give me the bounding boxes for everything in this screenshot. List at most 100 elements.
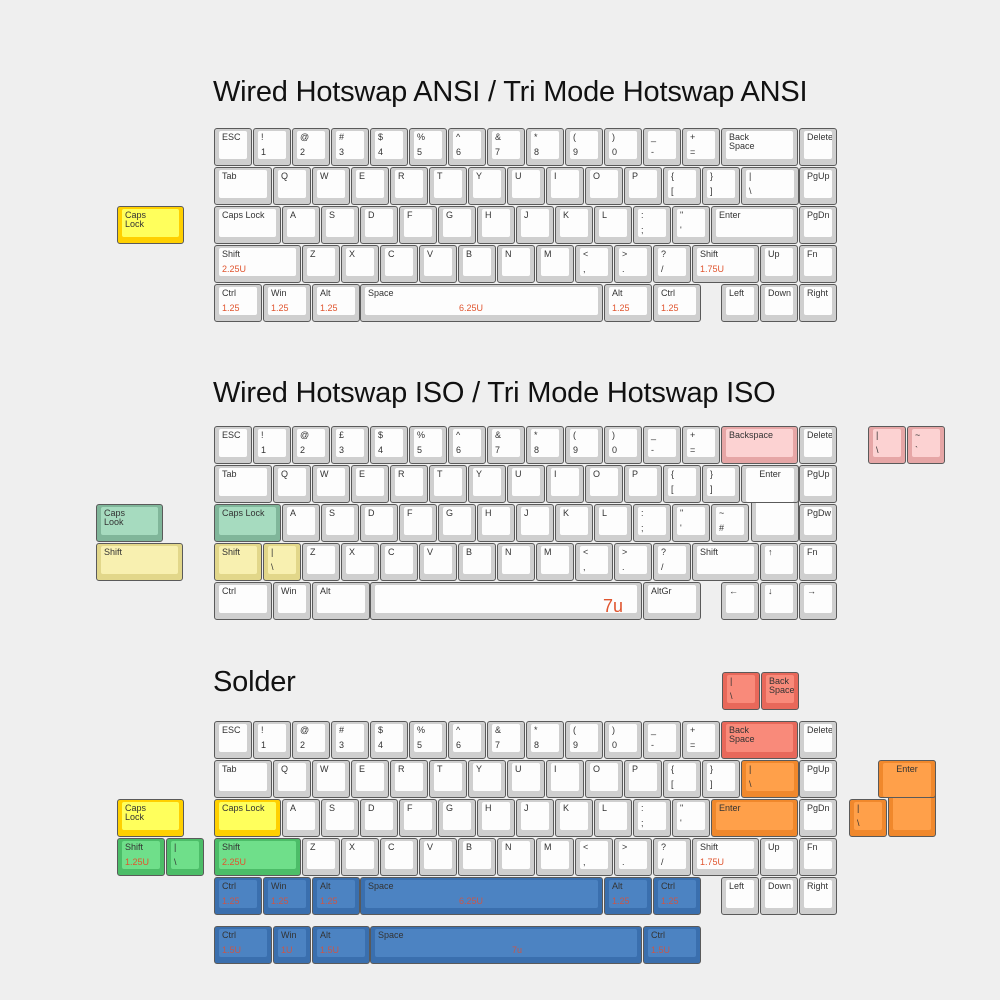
key-legend: H: [485, 508, 492, 518]
keycap-body: |\: [722, 672, 760, 710]
key-legend: >: [622, 842, 628, 852]
key-legend: Ctrl: [651, 930, 665, 940]
keycap-face: ~#: [716, 507, 744, 535]
key-legend: Tab: [222, 764, 237, 774]
key-legend: H: [485, 210, 492, 220]
keycap-body: Right: [799, 284, 837, 322]
key-legend: J: [524, 508, 529, 518]
keycap-face: Right: [804, 880, 832, 908]
key-legend: M: [544, 842, 552, 852]
key-legend: Up: [768, 842, 780, 852]
keycap-body: O: [585, 465, 623, 503]
keycap-face: Z: [307, 546, 335, 574]
key-legend: Alt: [320, 586, 331, 596]
key-legend: £: [339, 430, 345, 440]
keycap-face: Q: [278, 170, 306, 198]
keycap-face: T: [434, 763, 462, 791]
keycap-body: Caps Lock: [214, 799, 281, 837]
keycap-face: E: [356, 468, 384, 496]
key-legend: Left: [729, 288, 745, 298]
key-legend: ~: [719, 508, 725, 518]
key-legend-lower: 1: [261, 740, 267, 750]
keycap-body: (9: [565, 721, 603, 759]
keycap-face: Up: [765, 248, 793, 276]
key-legend: J: [524, 210, 529, 220]
keycap-body: J: [516, 206, 554, 244]
key-legend-lower: .: [622, 562, 625, 572]
key-legend-lower: =: [690, 445, 696, 455]
keycap-face: →: [804, 585, 832, 613]
key-legend: X: [349, 547, 356, 557]
keycap-face: P: [629, 170, 657, 198]
keycap-body: *8: [526, 721, 564, 759]
keycap-body: E: [351, 167, 389, 205]
key-legend-lower: \: [271, 562, 274, 572]
key-legend: S: [329, 803, 336, 813]
keycap-face: R: [395, 468, 423, 496]
key-legend: &: [495, 132, 502, 142]
key-legend: ?: [661, 842, 667, 852]
keycap-body: H: [477, 504, 515, 542]
keycap-face: ?/: [658, 546, 686, 574]
keycap-body: #3: [331, 128, 369, 166]
key-legend: %: [417, 430, 426, 440]
key-legend: V: [427, 547, 434, 557]
key-legend: Right: [807, 881, 829, 891]
keycap-face: T: [434, 468, 462, 496]
key-legend: K: [563, 803, 570, 813]
key-legend: |: [876, 430, 879, 440]
key-legend: !: [261, 725, 264, 735]
key-legend-lower: .: [622, 264, 625, 274]
keycap-face: >.: [619, 248, 647, 276]
keycap-face: |\: [171, 841, 199, 869]
key-size-label: 1.25: [320, 303, 338, 313]
key-legend: Space: [378, 930, 404, 940]
key-legend: Alt: [320, 288, 331, 298]
key-legend-lower: 8: [534, 445, 540, 455]
keycap-face: A: [287, 209, 315, 237]
keycap-face: I: [551, 468, 579, 496]
keycap-face: V: [424, 248, 452, 276]
keycap-face: ?/: [658, 248, 686, 276]
keycap-face: O: [590, 468, 618, 496]
key-legend-lower: [: [671, 186, 674, 196]
key-legend: Win: [281, 930, 297, 940]
key-legend: !: [261, 430, 264, 440]
key-legend: B: [466, 249, 473, 259]
key-legend-lower: [: [671, 484, 674, 494]
keycap-body: P: [624, 760, 662, 798]
key-legend: Shift: [125, 842, 144, 852]
keycap-face: )0: [609, 131, 637, 159]
keycap-body: Z: [302, 543, 340, 581]
key-legend: Win: [271, 881, 287, 891]
keycap-body: N: [497, 543, 535, 581]
keycap-face: U: [512, 170, 540, 198]
keycap-body: Left: [721, 877, 759, 915]
keycap-face: Down: [765, 880, 793, 908]
keycap-body: <,: [575, 543, 613, 581]
key-legend: O: [593, 469, 601, 479]
keycap-face: Shift: [697, 546, 754, 574]
key-legend: S: [329, 210, 336, 220]
keycap-body: R: [390, 167, 428, 205]
key-legend: D: [368, 210, 375, 220]
key-legend: Left: [729, 881, 745, 891]
key-legend-lower: \: [876, 445, 879, 455]
key-legend-lower: 1: [261, 147, 267, 157]
keycap-face: D: [365, 802, 393, 830]
keycap-body: I: [546, 465, 584, 503]
keycap-face: N: [502, 248, 530, 276]
keycap-body: Alt: [312, 582, 370, 620]
keycap-face: ESC: [219, 429, 247, 457]
keycap-face: A: [287, 507, 315, 535]
keycap-face: Caps Lock: [219, 209, 276, 237]
keycap-face: ←: [726, 585, 754, 613]
key-legend: PgUp: [807, 171, 830, 181]
keycap-face: )0: [609, 724, 637, 752]
keycap-face: H: [482, 802, 510, 830]
